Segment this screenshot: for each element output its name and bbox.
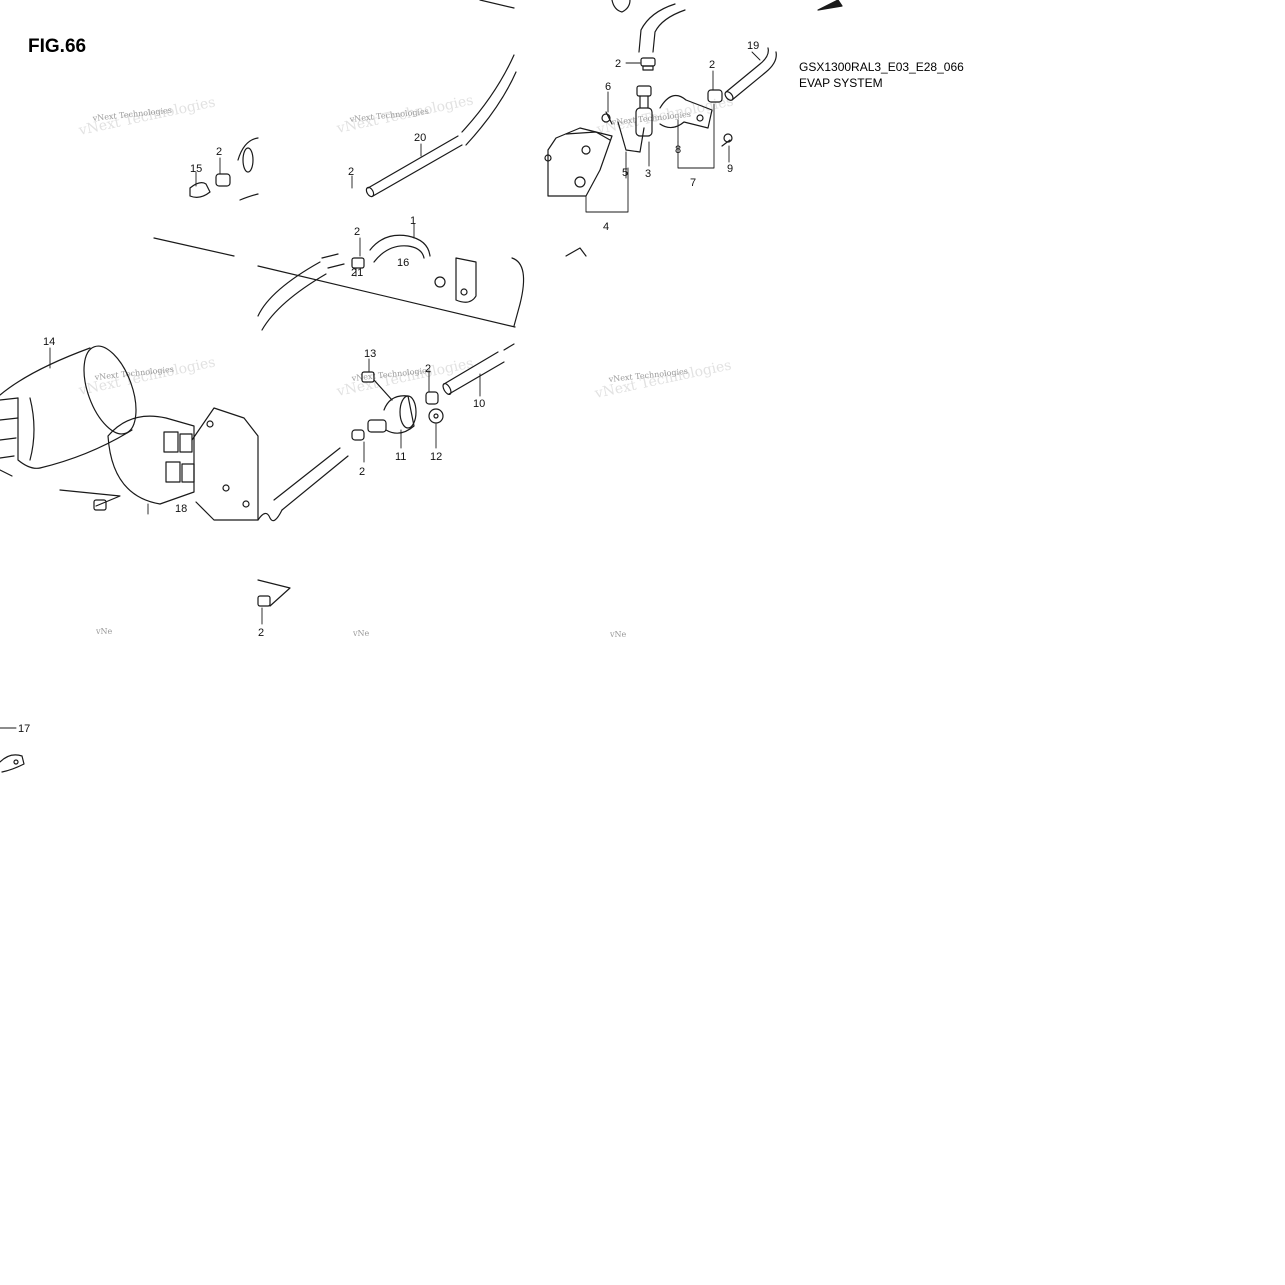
hose-20 <box>365 54 517 198</box>
lower-left-parts <box>0 499 271 773</box>
callout-18: 18 <box>175 503 187 515</box>
watermark-fragment: vNe <box>609 630 627 639</box>
canister-14 <box>0 345 137 469</box>
callout-2: 2 <box>709 59 715 71</box>
hose-top <box>611 0 686 53</box>
callout-3: 3 <box>645 168 651 180</box>
callout-10: 10 <box>473 398 485 410</box>
callout-11: 11 <box>395 451 406 463</box>
bracket-assembly <box>544 57 733 197</box>
watermark-fragment: vNe <box>95 627 113 636</box>
callout-5: 5 <box>622 167 628 179</box>
watermark-fragment: vNe <box>352 629 370 638</box>
callout-2: 2 <box>615 58 621 70</box>
figure-title: FIG.66 <box>28 36 87 57</box>
callout-13: 13 <box>364 348 376 360</box>
callout-2: 2 <box>354 226 360 238</box>
figure-meta: GSX1300RAL3_E03_E28_066 EVAP SYSTEM <box>799 59 964 91</box>
callout-2: 2 <box>359 466 365 478</box>
callout-12: 12 <box>430 451 442 463</box>
callout-1: 1 <box>410 215 416 227</box>
cap-15 <box>189 137 259 201</box>
callout-9: 9 <box>727 163 733 175</box>
callout-15: 15 <box>190 163 202 175</box>
hose-16 <box>257 234 587 331</box>
callout-6: 6 <box>605 81 611 93</box>
front-arrow-icon <box>817 0 843 11</box>
callout-16: 16 <box>397 257 409 269</box>
watermark-layer: vNext Technologies vNext Technologies vN… <box>77 92 735 639</box>
leader-lines <box>0 51 761 729</box>
callout-2: 2 <box>216 146 222 158</box>
valve-group <box>257 343 515 522</box>
callout-2: 2 <box>258 627 264 639</box>
figure-name: EVAP SYSTEM <box>799 76 883 90</box>
callout-2: 2 <box>348 166 354 178</box>
callout-19: 19 <box>747 40 759 52</box>
callout-20: 20 <box>414 132 426 144</box>
callout-labels: 1 2 2 2 2 2 2 2 2 3 4 5 6 7 8 9 10 11 12… <box>18 40 759 735</box>
figure-code: GSX1300RAL3_E03_E28_066 <box>799 60 964 74</box>
hose-19 <box>724 47 777 101</box>
callout-17: 17 <box>18 723 30 735</box>
callout-4: 4 <box>603 221 609 233</box>
callout-2: 2 <box>425 363 431 375</box>
bracket-18 <box>107 407 259 521</box>
callout-21: 21 <box>351 267 363 279</box>
frame-outline <box>0 0 516 607</box>
callout-14: 14 <box>43 336 55 348</box>
callout-7: 7 <box>690 177 696 189</box>
callout-8: 8 <box>675 144 681 156</box>
